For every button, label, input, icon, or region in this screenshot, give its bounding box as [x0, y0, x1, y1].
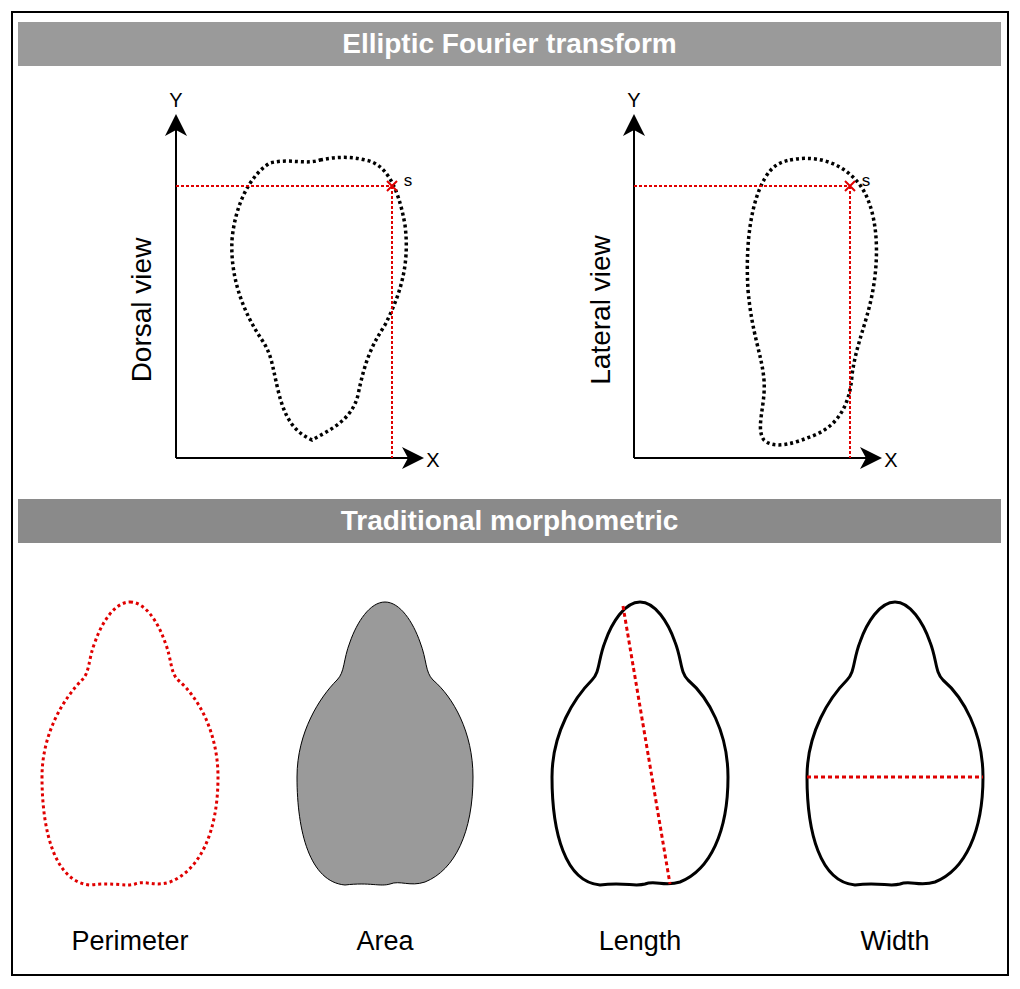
measure-label: Area [356, 928, 413, 955]
perimeter-outline [42, 602, 218, 885]
axis-label: X [426, 450, 439, 470]
axis-label: Y [627, 90, 640, 110]
measure-label: Perimeter [71, 928, 188, 955]
point-label: s [404, 172, 413, 189]
lateral-plot [623, 114, 882, 469]
section-header-band: Traditional morphometric [18, 499, 1001, 543]
view-label: Lateral view [587, 235, 615, 384]
width-shape [807, 602, 983, 885]
measure-label: Length [599, 928, 682, 955]
header-text: Traditional morphometric [341, 505, 679, 537]
measure-label: Width [860, 928, 929, 955]
area-shape [297, 602, 473, 885]
view-label: Dorsal view [128, 238, 156, 383]
axis-label: X [884, 450, 897, 470]
section-header-band: Elliptic Fourier transform [18, 22, 1001, 66]
header-text: Elliptic Fourier transform [342, 28, 677, 60]
axis-label: Y [169, 90, 182, 110]
point-label: s [862, 172, 871, 189]
outer-frame [12, 12, 1008, 975]
length-shape [552, 602, 728, 885]
dorsal-plot [165, 114, 424, 469]
